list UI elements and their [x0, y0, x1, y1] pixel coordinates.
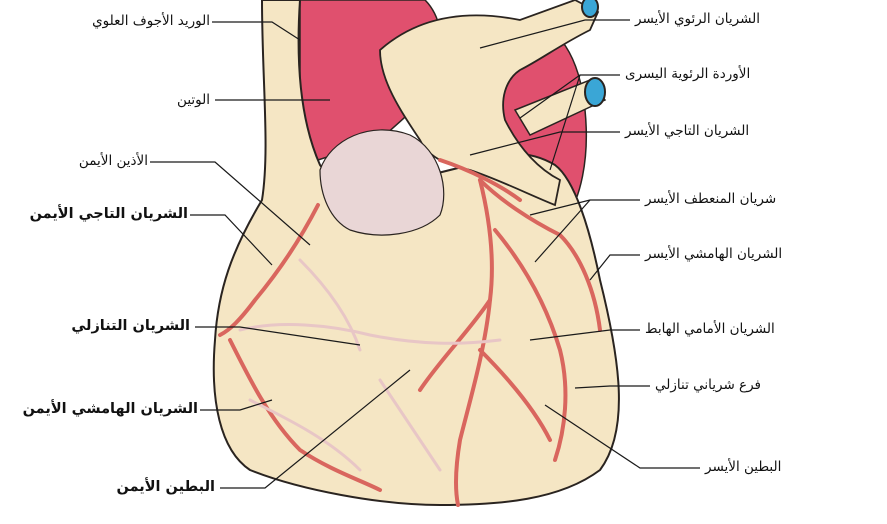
label-descending-branch: فرع شرياني تنازلي [655, 376, 805, 394]
label-left-pulmonary-veins: الأوردة الرئوية اليسرى [625, 65, 815, 83]
label-superior-vena-cava: الوريد الأجوف العلوي [50, 12, 210, 30]
label-left-ventricle: البطين الأيسر [705, 458, 815, 476]
pulmonary-vein-opening [585, 78, 605, 106]
label-left-marginal-artery: الشريان الهامشي الأيسر [645, 245, 825, 263]
label-left-coronary-artery: الشريان التاجي الأيسر [625, 122, 815, 140]
pulmonary-artery-opening [582, 0, 598, 17]
label-right-atrium: الأذين الأيمن [30, 152, 148, 170]
label-right-coronary-artery: الشريان التاجي الأيمن [10, 205, 188, 223]
label-aorta: الوتين [110, 91, 210, 109]
label-descending-artery: الشريان التنازلي [30, 317, 190, 335]
label-anterior-descending-artery: الشريان الأمامي الهابط [645, 320, 825, 338]
label-left-circumflex-artery: شريان المنعطف الأيسر [645, 190, 825, 208]
label-right-ventricle: البطين الأيمن [80, 478, 215, 496]
label-right-marginal-artery: الشريان الهامشي الأيمن [10, 400, 198, 418]
right-atrium-shape [320, 130, 444, 235]
label-left-pulmonary-artery: الشريان الرئوي الأيسر [635, 10, 815, 28]
